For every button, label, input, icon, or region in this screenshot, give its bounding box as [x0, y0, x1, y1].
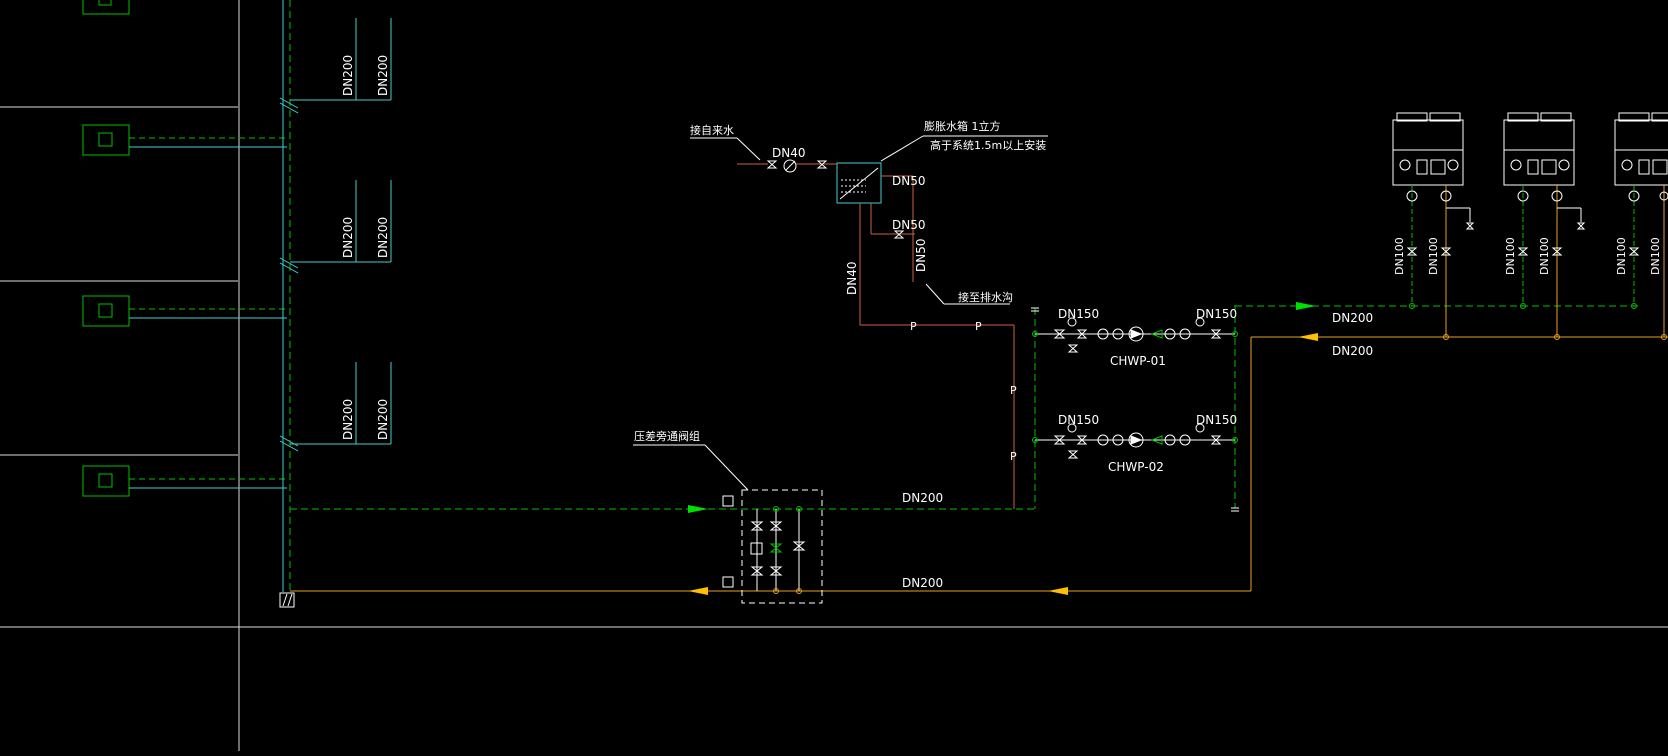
chiller-1-return-dn: DN100 [1427, 237, 1440, 275]
to-drain-label: 接至排水沟 [958, 290, 1013, 304]
supply-label-right: DN200 [1332, 311, 1373, 325]
pump-chwp-01 [1053, 317, 1222, 353]
overflow-dn50-label: DN50 [892, 174, 926, 188]
expansion-tank [836, 162, 882, 204]
terminal-unit-3 [82, 465, 287, 497]
riser-label-2a: DN200 [341, 217, 355, 258]
riser-label-1a: DN200 [341, 55, 355, 96]
tank-label-1: 膨胀水箱 1立方 [924, 119, 1001, 133]
makeup-water-label: 接自来水 [690, 124, 734, 137]
supply-arrow-left [688, 505, 708, 513]
chiller-unit-2 [1503, 112, 1586, 337]
riser-label-group-3 [290, 362, 392, 445]
chiller-1-supply-dn: DN100 [1393, 237, 1406, 275]
risers [279, 0, 299, 608]
terminal-unit-1 [82, 124, 287, 156]
tank-label-2: 高于系统1.5m以上安装 [930, 138, 1046, 152]
pump-2-discharge-dn: DN150 [1196, 413, 1237, 427]
main-return-pipe [290, 336, 1668, 592]
drain-dn50-vert: DN50 [914, 239, 928, 273]
chiller-2-return-dn: DN100 [1538, 237, 1551, 275]
bypass-valve-label: 压差旁通阀组 [634, 429, 700, 443]
chiller-3-return-dn: DN100 [1649, 237, 1662, 275]
pump-2-label: CHWP-02 [1108, 460, 1164, 474]
tank-leader [880, 135, 924, 162]
chiller-unit-3 [1614, 112, 1668, 337]
riser-label-3a: DN200 [341, 399, 355, 440]
chiller-2-supply-dn: DN100 [1504, 237, 1517, 275]
makeup-water-pipe [737, 163, 1015, 509]
pump-chwp-02 [1053, 423, 1222, 459]
riser-label-2b: DN200 [376, 217, 390, 258]
terminal-unit-0 [82, 0, 130, 15]
supply-label-main: DN200 [902, 491, 943, 505]
return-label-right: DN200 [1332, 344, 1373, 358]
makeup-dn40-label: DN40 [772, 146, 806, 160]
return-arrow-left [688, 587, 708, 595]
bypass-leader-diag [704, 444, 749, 491]
riser-label-1b: DN200 [376, 55, 390, 96]
drain-dn50-label: DN50 [892, 218, 926, 232]
riser-label-group-2 [290, 180, 392, 263]
return-arrow-mid [1048, 587, 1068, 595]
pump-1-discharge-dn: DN150 [1196, 307, 1237, 321]
riser-label-3b: DN200 [376, 399, 390, 440]
makeup-valves [690, 137, 905, 239]
pump-2-suction-dn: DN150 [1058, 413, 1099, 427]
pipe-marker-p-2: P [975, 320, 982, 333]
pump-1-suction-dn: DN150 [1058, 307, 1099, 321]
main-supply-pipe [290, 305, 1640, 510]
chiller-unit-1 [1392, 112, 1475, 337]
expansion-dn40-vert: DN40 [845, 262, 859, 296]
pipe-marker-p-1: P [910, 320, 917, 333]
riser-label-group-1 [290, 18, 392, 101]
pipe-marker-p-3: P [1010, 384, 1017, 397]
supply-arrow-right [1296, 302, 1316, 310]
return-arrow-right [1298, 333, 1318, 341]
chiller-tee-nodes [1409, 303, 1667, 340]
terminal-unit-2 [82, 295, 287, 327]
pump-1-label: CHWP-01 [1110, 354, 1166, 368]
drain-leader [925, 283, 945, 305]
return-label-main: DN200 [902, 576, 943, 590]
bypass-valve-group [722, 489, 823, 604]
pipe-marker-p-4: P [1010, 450, 1017, 463]
chiller-3-supply-dn: DN100 [1615, 237, 1628, 275]
